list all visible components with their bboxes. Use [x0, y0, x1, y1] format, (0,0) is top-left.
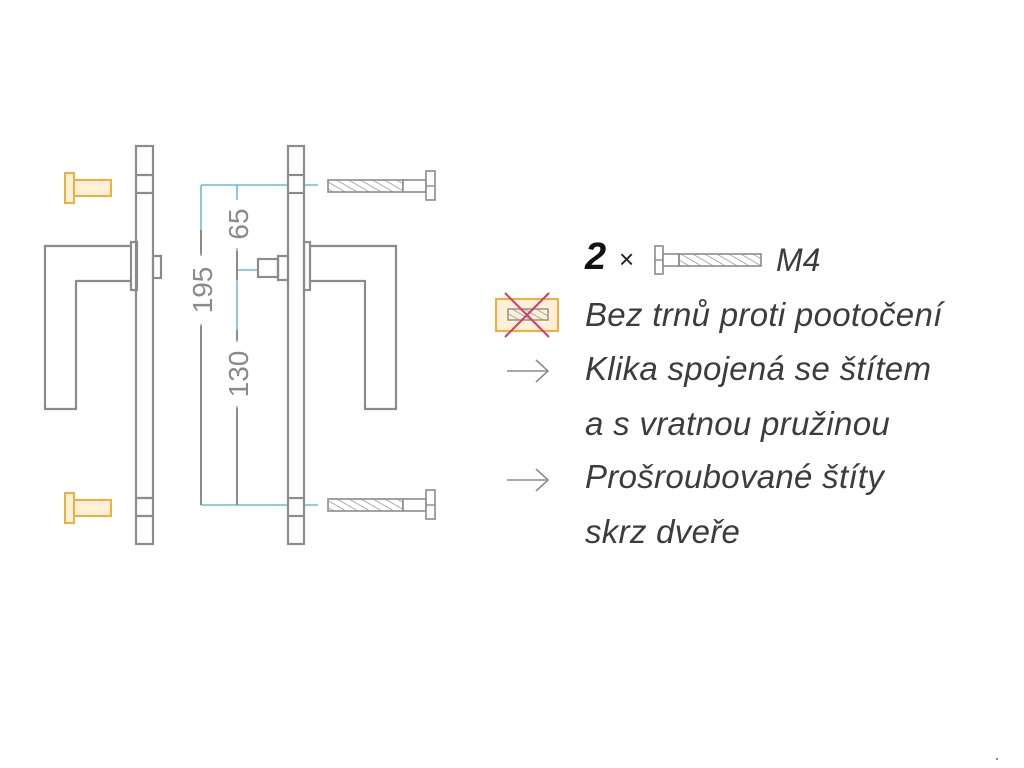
- screw-thread-label: M4: [776, 242, 821, 278]
- left-handle-view: [43, 144, 163, 546]
- right-rose-plate: [286, 144, 306, 546]
- screw-icon: [327, 489, 436, 520]
- dimension-overall: 195: [187, 267, 218, 314]
- screw-icon: [64, 492, 112, 524]
- screw-icon: [327, 170, 436, 201]
- m4-screw-icon: [654, 245, 762, 275]
- left-handle-lever: [43, 244, 131, 411]
- arrow-right-icon: [507, 468, 550, 492]
- corner-mark: [996, 758, 998, 760]
- feature-no-pins: Bez trnů proti pootočení: [585, 296, 943, 333]
- right-handle-view: [256, 144, 398, 546]
- dimension-upper: 65: [223, 208, 254, 239]
- dimension-lower: 130: [223, 351, 254, 398]
- times-sign: ×: [619, 244, 635, 274]
- screw-icon: [64, 172, 112, 204]
- feature-screws-line2: skrz dveře: [585, 513, 741, 550]
- screw-quantity: 2: [585, 236, 607, 278]
- feature-handle-line1: Klika spojená se štítem: [585, 350, 932, 387]
- right-handle-lever: [310, 244, 398, 411]
- feature-screws-line1: Prošroubované štíty: [585, 458, 885, 495]
- left-rose-plate: [134, 144, 155, 546]
- feature-handle-line2: a s vratnou pružinou: [585, 405, 891, 442]
- arrow-right-icon: [507, 359, 550, 383]
- spindle: [256, 257, 280, 279]
- no-pins-icon: [495, 292, 559, 338]
